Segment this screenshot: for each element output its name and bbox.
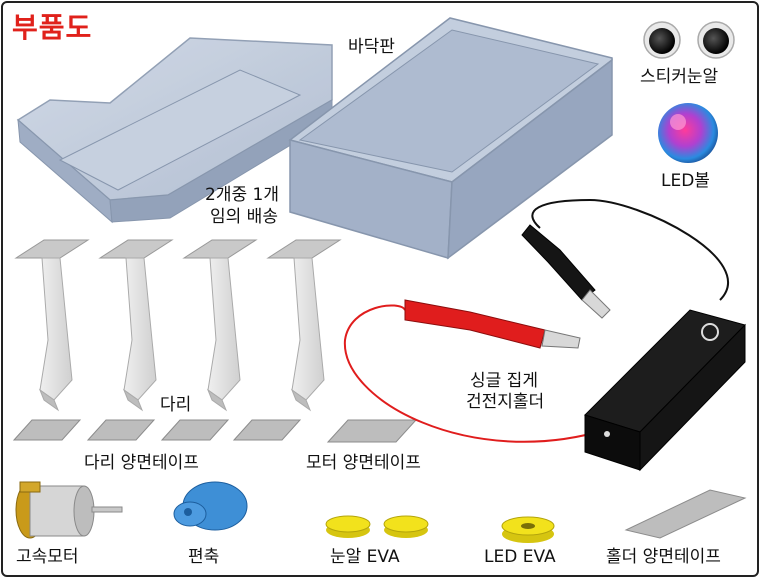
label-battery-holder-line2: 건전지홀더	[466, 392, 545, 412]
label-led-eva: LED EVA	[484, 547, 556, 567]
base-plate-tray-left	[16, 37, 333, 224]
led-eva	[501, 516, 555, 543]
label-base-plate: 바닥판	[348, 37, 395, 57]
eccentric-weight	[173, 481, 248, 531]
leg-tapes	[12, 419, 302, 441]
label-random-note-line2: 임의 배송	[210, 207, 278, 227]
label-random-note-line1: 2개중 1개	[205, 185, 279, 205]
page-title: 부품도	[12, 11, 93, 44]
label-leg-tape: 다리 양면테이프	[84, 453, 199, 473]
label-legs: 다리	[160, 395, 192, 415]
label-battery-holder-line1: 싱글 집게	[470, 371, 538, 391]
leg	[14, 239, 90, 412]
battery-holder	[343, 198, 746, 472]
eye-eva	[325, 515, 429, 538]
label-holder-tape: 홀더 양면테이프	[606, 547, 721, 567]
motor-tape	[326, 419, 418, 443]
base-plate-box-right	[288, 17, 613, 260]
sticker-eyes	[643, 21, 735, 59]
label-eccentric-weight: 편축	[188, 547, 220, 567]
motor	[15, 481, 123, 539]
holder-tape	[624, 489, 747, 539]
label-eye-eva: 눈알 EVA	[330, 547, 400, 567]
legs-set	[14, 239, 342, 412]
leg	[266, 239, 342, 412]
leg	[182, 239, 258, 412]
leg	[98, 239, 174, 412]
led-ball	[658, 103, 718, 163]
label-motor: 고속모터	[16, 547, 79, 567]
label-motor-tape: 모터 양면테이프	[306, 453, 421, 473]
label-led-ball: LED볼	[661, 171, 710, 191]
label-sticker-eye: 스티커눈알	[640, 67, 719, 87]
